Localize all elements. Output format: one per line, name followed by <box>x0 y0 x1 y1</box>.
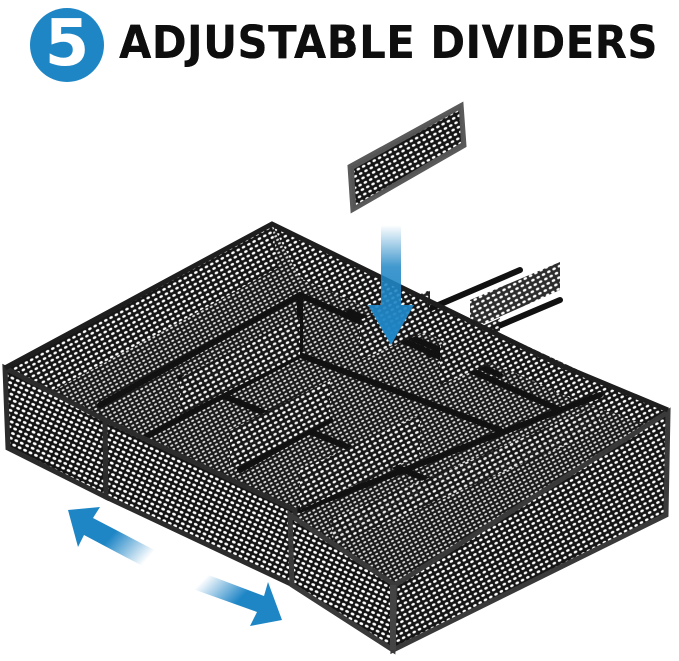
insert-down-arrow-icon <box>368 225 414 345</box>
feature-title-overlay: ADJUSTABLE DIVIDERS <box>119 16 659 69</box>
feature-title: ADJUSTABLE DIVIDERS <box>119 16 659 69</box>
header-overlay: 5 ADJUSTABLE DIVIDERS <box>0 0 679 90</box>
badge-circle <box>30 8 104 82</box>
expand-double-arrow-icon <box>68 507 282 626</box>
badge-number-overlay: 5 <box>44 7 90 81</box>
header: 5 ADJUSTABLE DIVIDERS <box>0 0 679 90</box>
divider-panel <box>347 101 467 214</box>
mesh-tray <box>2 221 671 655</box>
number-badge-overlay: 5 <box>30 9 104 81</box>
